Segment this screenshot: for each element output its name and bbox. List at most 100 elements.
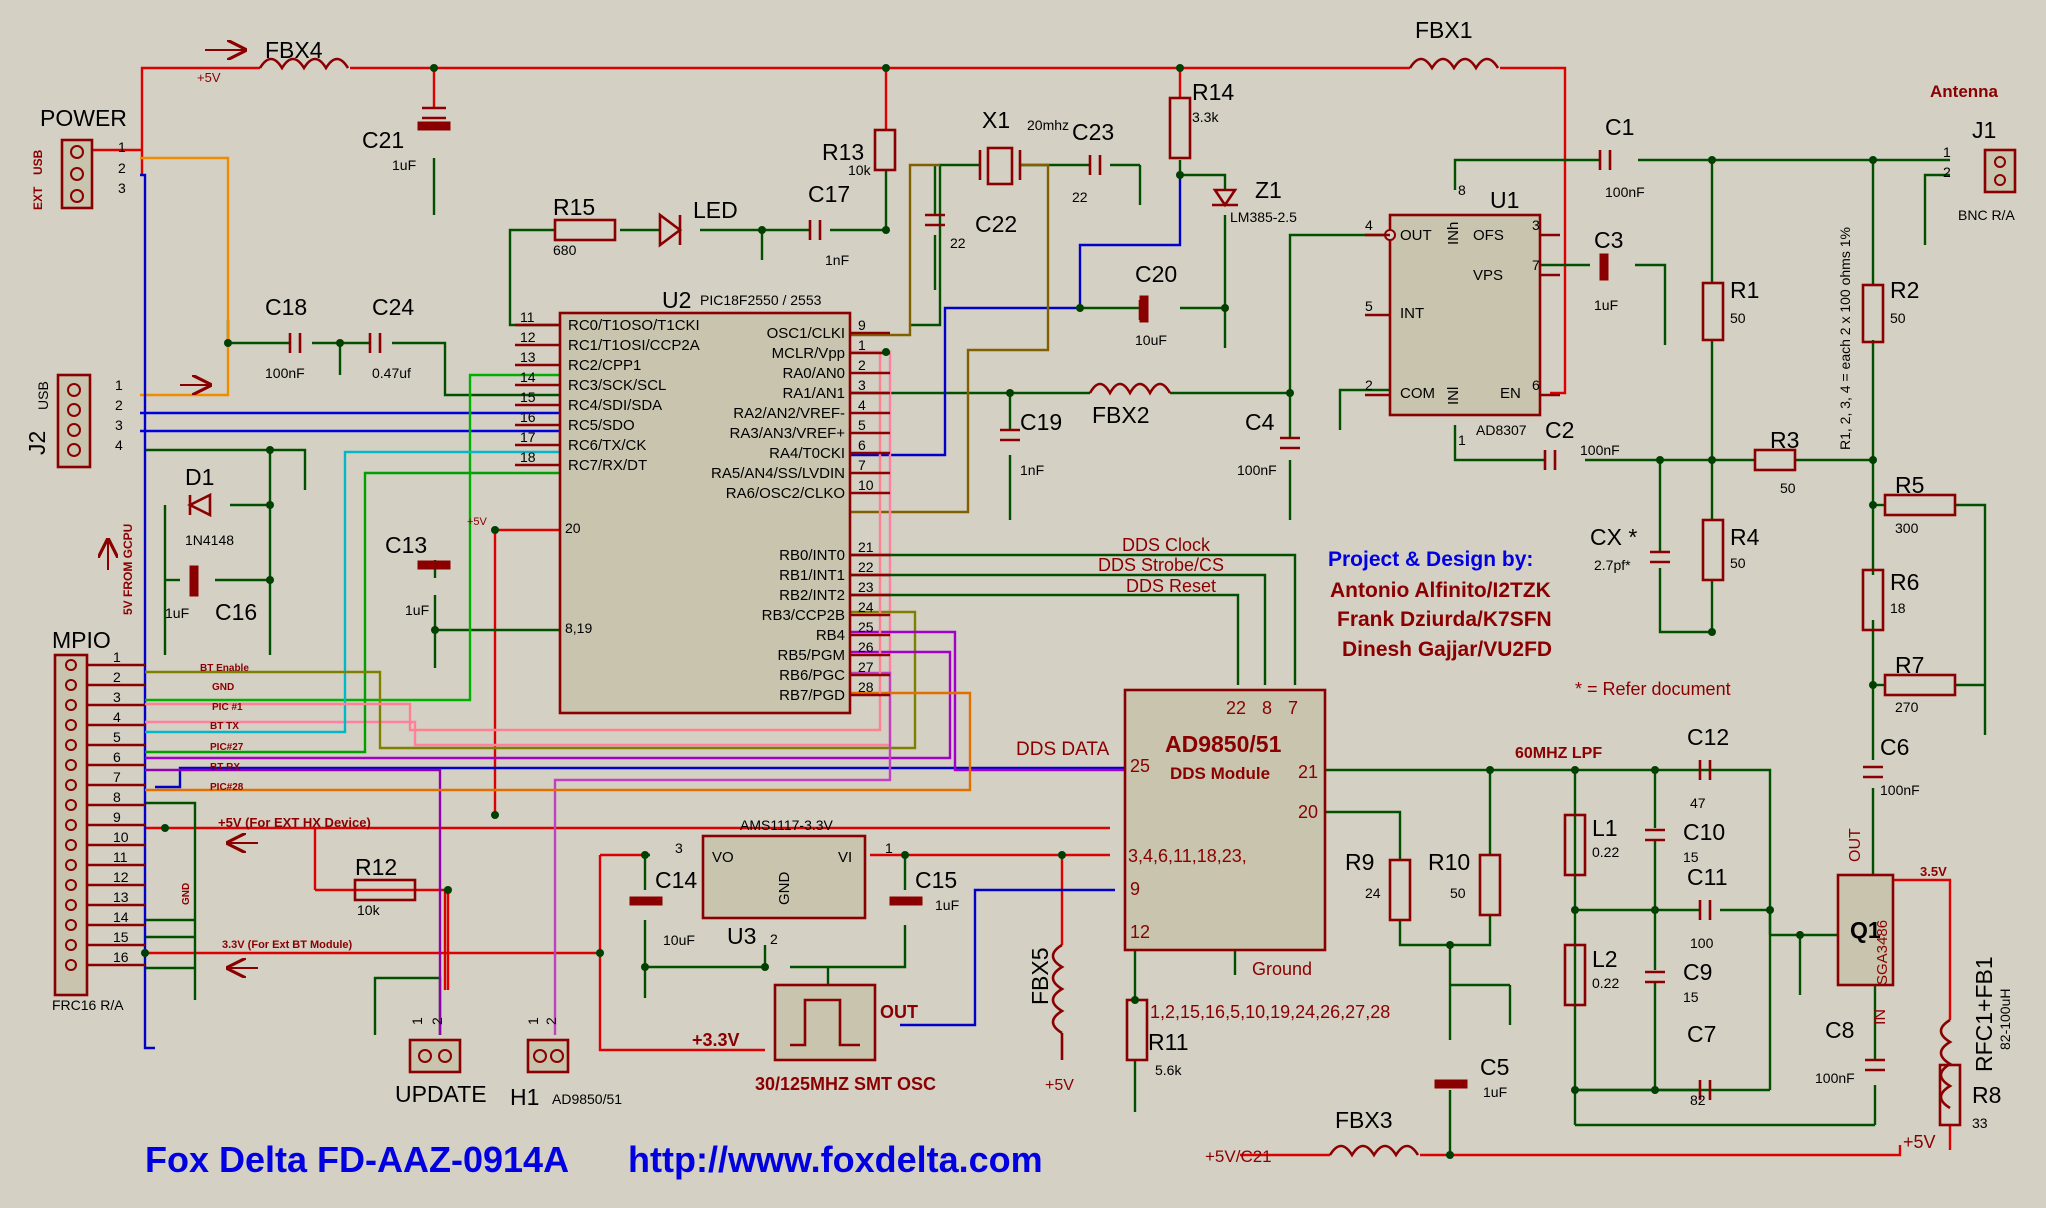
q1-part: SGA3486	[1874, 920, 1891, 985]
c13-ref: C13	[385, 532, 427, 558]
u2-pin-15-num: 15	[520, 389, 536, 405]
smt-oscillator: 30/125MHZ SMT OSC OUT +3.3V	[692, 983, 936, 1094]
c16-val: 1uF	[165, 605, 189, 621]
dds-pin-3: 3,4,6,11,18,23,	[1128, 846, 1247, 866]
mpio-pin-hole	[65, 859, 77, 871]
c11-ref: C11	[1687, 864, 1728, 890]
u2-pin-1-num: 1	[858, 337, 866, 353]
credits-note: * = Refer document	[1575, 679, 1731, 699]
u1-num-6: 6	[1532, 377, 1540, 393]
osc-supply: +3.3V	[692, 1030, 740, 1050]
u2-vcc: +5V	[467, 516, 488, 528]
mpio-pin-hole	[65, 799, 77, 811]
h1-ref: H1	[510, 1084, 539, 1110]
fbx2-label: FBX2	[1092, 402, 1150, 428]
u3-part: AMS1117-3.3V	[740, 817, 834, 833]
u2-pin-13-name: RC2/CPP1	[568, 357, 641, 374]
power-pin2: 2	[118, 160, 126, 176]
j2-pin4: 4	[115, 437, 123, 453]
r4-val: 50	[1730, 555, 1746, 571]
r4-ref: R4	[1730, 524, 1760, 550]
u2-pin-28-name: RB7/PGD	[779, 687, 845, 704]
credits-block: Project & Design by: Antonio Alfinito/I2…	[1328, 548, 1731, 699]
j2-pin2: 2	[115, 397, 123, 413]
u2-pin-10-name: RA6/OSC2/CLKO	[726, 485, 845, 502]
osc-label: 30/125MHZ SMT OSC	[755, 1074, 936, 1094]
mpio-pin-hole	[65, 779, 77, 791]
r3-ref: R3	[1770, 427, 1799, 453]
r2-val: 50	[1890, 310, 1906, 326]
update-header: UPDATE 1 2	[395, 1017, 487, 1107]
fbx5-label: FBX5	[1027, 947, 1053, 1005]
dds-pin-22: 22	[1226, 698, 1246, 718]
u1-pin-out: OUT	[1400, 227, 1432, 244]
u2-pin-26-num: 26	[858, 639, 874, 655]
r7-ref: R7	[1895, 652, 1924, 678]
mpio-pin-hole	[65, 659, 77, 671]
mpio-pin-3: 3	[113, 689, 121, 705]
u2-pin-2-name: RA0/AN0	[782, 365, 845, 382]
c14-val: 10uF	[663, 932, 695, 948]
j2-ref: J2	[24, 431, 50, 455]
u1-pin-int: INT	[1400, 305, 1424, 322]
rfc-ref: RFC1+FB1	[1971, 956, 1997, 1072]
j1-pin2: 2	[1943, 164, 1951, 180]
plus5-top: +5V	[197, 70, 221, 85]
u2-pin8-19: 8,19	[565, 620, 592, 636]
u3-pin1: 1	[885, 840, 893, 856]
u2-pin-18-num: 18	[520, 449, 536, 465]
r13-ref: R13	[822, 139, 864, 165]
c4-val: 100nF	[1237, 462, 1277, 478]
r13-val: 10k	[848, 162, 872, 178]
power-pin1: 1	[118, 139, 126, 155]
dds-pin-12: 12	[1130, 922, 1150, 942]
u2-pin-26-name: RB5/PGM	[777, 647, 845, 664]
mpio-pin-4: 4	[113, 709, 121, 725]
c21-val: 1uF	[392, 157, 416, 173]
title-block: Fox Delta FD-AAZ-0914A http://www.foxdel…	[145, 1139, 1043, 1180]
u2-pin-1-name: MCLR/Vpp	[772, 345, 845, 362]
j1-pin1: 1	[1943, 144, 1951, 160]
u2-pin-2-num: 2	[858, 357, 866, 373]
polarised-capacitors	[189, 121, 1609, 1089]
u2-pin-11-name: RC0/T1OSO/T1CKI	[568, 317, 700, 334]
r10-ref: R10	[1428, 849, 1470, 875]
mpio-pin-14: 14	[113, 909, 129, 925]
u1-num-1: 1	[1458, 432, 1466, 448]
c8-val: 100nF	[1815, 1070, 1855, 1086]
dds-strobe-label: DDS Strobe/CS	[1098, 555, 1224, 575]
dds-pin-9: 9	[1130, 879, 1140, 899]
u2-pin20: 20	[565, 520, 581, 536]
u1-part: AD8307	[1476, 422, 1527, 438]
u2-pin-16-name: RC5/SDO	[568, 417, 635, 434]
u1-num-7: 7	[1532, 257, 1540, 273]
r6-val: 18	[1890, 600, 1906, 616]
mpio-pin-hole	[65, 719, 77, 731]
power-rail-wires	[80, 66, 1952, 1157]
u2-pin-16-num: 16	[520, 409, 536, 425]
mpio-pin-6: 6	[113, 749, 121, 765]
u2-right-pins: 9OSC1/CLKI1MCLR/Vpp2RA0/AN03RA1/AN14RA2/…	[711, 317, 890, 704]
dds-reset-label: DDS Reset	[1126, 576, 1216, 596]
u2-pin-12-num: 12	[520, 329, 536, 345]
u1-num-8: 8	[1458, 182, 1466, 198]
c14-ref: C14	[655, 867, 697, 893]
r2-ref: R2	[1890, 277, 1919, 303]
junctions	[141, 64, 1877, 1159]
c16-ref: C16	[215, 599, 257, 625]
mpio-pin-12: 12	[113, 869, 129, 885]
cx-ref: CX *	[1590, 524, 1637, 550]
r15-val: 680	[553, 242, 577, 258]
u2-pin-13-num: 13	[520, 349, 536, 365]
j2-pin1: 1	[115, 377, 123, 393]
dds-pin-8: 8	[1262, 698, 1272, 718]
u2-pin-27-name: RB6/PGC	[779, 667, 845, 684]
c23-ref: C23	[1072, 119, 1114, 145]
u1-num-2: 2	[1365, 377, 1373, 393]
c8-ref: C8	[1825, 1017, 1854, 1043]
r10-val: 50	[1450, 885, 1466, 901]
fbx5-supply: +5V	[1045, 1077, 1074, 1094]
c24-val: 0.47uf	[372, 365, 411, 381]
j2-usb-connector: J2 USB 1 2 3 4	[24, 373, 123, 469]
dds-ground: Ground	[1252, 959, 1312, 979]
